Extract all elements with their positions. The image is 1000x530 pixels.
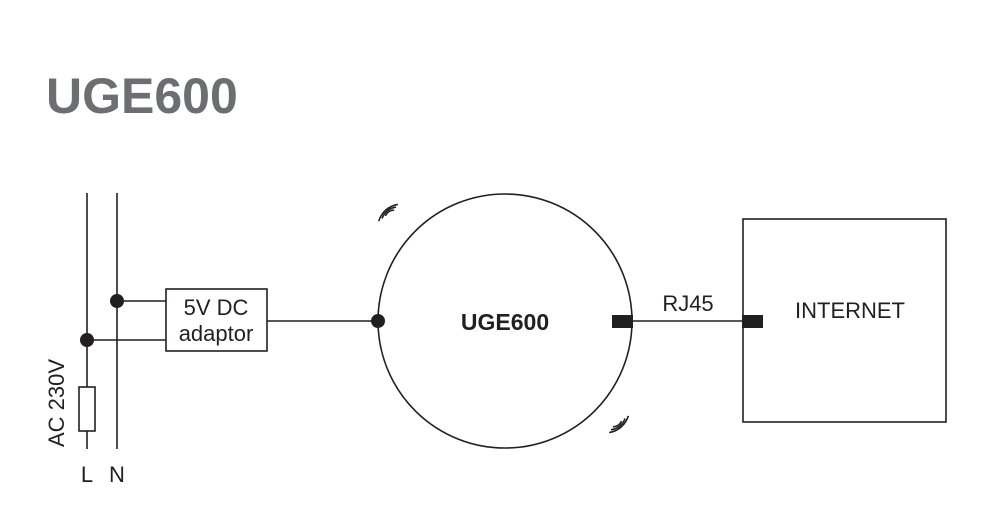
page-title: UGE600 bbox=[46, 68, 238, 124]
device-power-port bbox=[371, 314, 385, 328]
device-rj45-port bbox=[612, 315, 633, 328]
junction-dot-l bbox=[80, 333, 94, 347]
wireless-signal-icon bbox=[377, 203, 398, 222]
fuse-symbol bbox=[78, 386, 96, 432]
device-label: UGE600 bbox=[461, 309, 549, 335]
wireless-signal-icon bbox=[609, 415, 630, 434]
line-label: L bbox=[81, 462, 93, 487]
junction-dot-n bbox=[110, 294, 124, 308]
internet-label: INTERNET bbox=[795, 298, 905, 323]
neutral-label: N bbox=[109, 462, 125, 487]
adaptor-label-line2: adaptor bbox=[179, 321, 254, 346]
supply-label: AC 230V bbox=[44, 359, 69, 447]
internet-rj45-port bbox=[742, 315, 763, 328]
adaptor-label-line1: 5V DC bbox=[184, 295, 249, 320]
adaptor-box bbox=[165, 288, 268, 352]
rj45-label: RJ45 bbox=[662, 291, 713, 316]
